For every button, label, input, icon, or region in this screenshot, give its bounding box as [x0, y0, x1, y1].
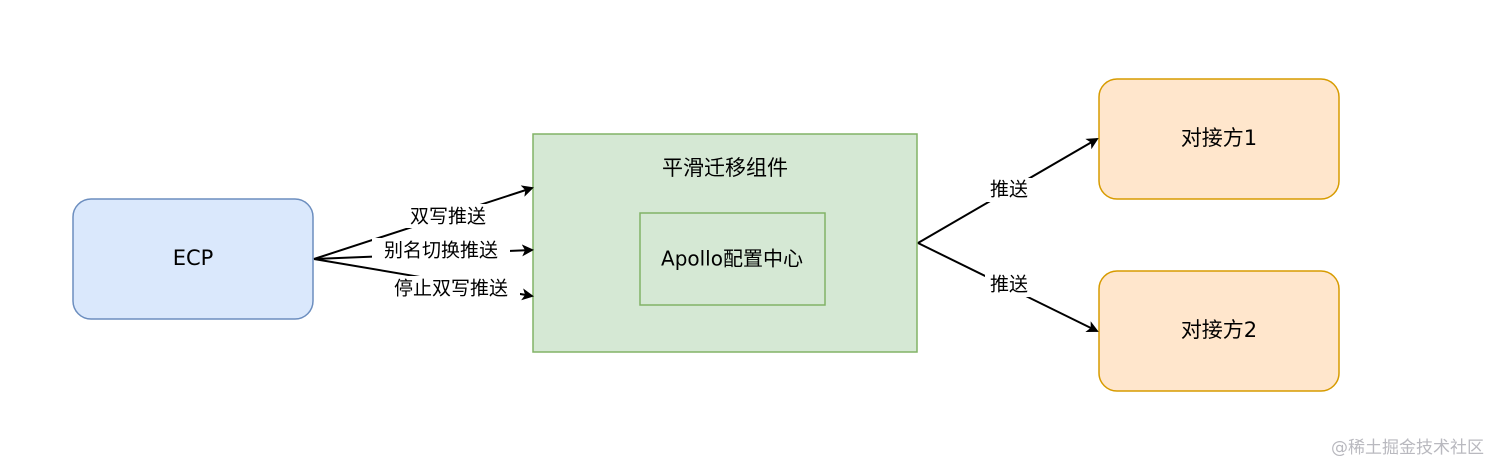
edge-push-partner-2-label: 推送 [990, 274, 1028, 296]
migration-component-title: 平滑迁移组件 [662, 156, 788, 180]
apollo-box [639, 212, 826, 306]
edge-push-partner-2: 推送 [917, 242, 1099, 332]
partner-2-box [1098, 270, 1340, 392]
ecp-box [72, 198, 314, 320]
edge-alias-switch-label: 别名切换推送 [384, 240, 498, 262]
partner-1-node: 对接方1 [1098, 78, 1340, 200]
ecp-node: ECP [72, 198, 314, 320]
ecp-label: ECP [173, 246, 214, 270]
edge-push-partner-1: 推送 [917, 137, 1099, 244]
apollo-node: Apollo配置中心 [639, 212, 826, 306]
partner-1-label: 对接方1 [1181, 126, 1257, 150]
edge-dual-write: 双写推送 [313, 185, 534, 260]
edge-stop-dual-write: 停止双写推送 [313, 258, 534, 301]
edge-alias-switch: 别名切换推送 [313, 238, 534, 262]
edge-dual-write-label: 双写推送 [410, 206, 486, 228]
partner-2-node: 对接方2 [1098, 270, 1340, 392]
partner-2-label: 对接方2 [1181, 318, 1257, 342]
edge-stop-dual-write-label: 停止双写推送 [394, 278, 508, 300]
watermark: @稀土掘金技术社区 [1331, 438, 1484, 458]
partner-1-box [1098, 78, 1340, 200]
edge-push-partner-1-label: 推送 [990, 179, 1028, 201]
apollo-label: Apollo配置中心 [661, 247, 803, 271]
